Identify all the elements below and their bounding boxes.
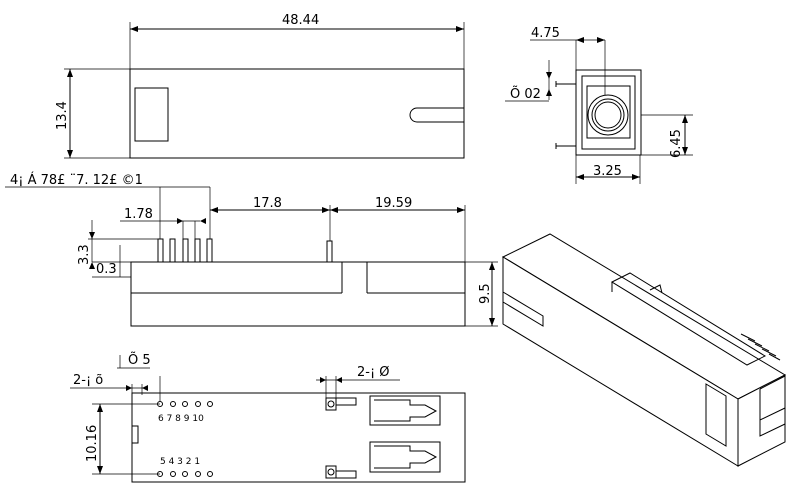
side-view: 4¡ Á 78£ ¨7. 12£ ©1 1.78 17.8 19.59 3.3 … [5,172,498,327]
iso-window [705,383,727,447]
dim-left-holes: 2-¡ õ [73,373,103,388]
pin-labels-top: 6 7 8 9 10 [158,414,204,424]
iso-pin [740,333,756,342]
side-view-pin-4 [194,238,201,263]
dim-post-to-end: 19.59 [375,196,412,211]
pin-note: 4¡ Á 78£ ¨7. 12£ ©1 [10,172,143,188]
side-view-pin-5 [206,238,213,263]
dim-end-width: 4.75 [531,26,560,41]
top-view-window [134,87,169,142]
port-outline-top [369,395,441,426]
pin-hole [207,401,213,407]
dim-hole-dia: Õ 5 [128,352,151,368]
end-view-port [587,94,629,136]
top-view-body [129,68,465,159]
dim-pin-height: 3.3 [77,244,92,265]
iso-end-face [737,374,786,467]
dim-right-holes: 2-¡ Ø [357,365,390,380]
dim-pin-to-post: 17.8 [253,196,282,211]
bottom-view-body [131,392,466,483]
side-view-post [326,240,333,263]
pin-hole [195,471,201,477]
dim-pin-pitch: 1.78 [124,207,153,222]
end-view: 4.75 Õ 02 6.45 3.25 [505,26,693,184]
iso-pin [754,343,770,352]
iso-slot [502,291,544,327]
pin-labels-bottom: 5 4 3 2 1 [160,457,200,467]
pin-hole [170,401,176,407]
pin-hole [170,471,176,477]
bottom-view: 6 7 8 9 10 5 4 3 2 1 Õ 5 2-¡ õ 2-¡ [70,352,466,483]
pin-hole [207,471,213,477]
side-view-pin-1 [157,238,164,263]
pin-hole [182,471,188,477]
iso-pin [761,348,777,357]
dim-end-pin-dia: Õ 02 [510,86,541,102]
top-view-slot [409,107,464,123]
top-view: 48.44 13.4 [55,13,465,159]
dim-body-height: 9.5 [478,283,493,304]
dim-height: 13.4 [55,101,70,130]
dim-end-height: 6.45 [669,129,684,158]
bottom-view-key [131,425,139,444]
iso-pin [747,338,763,347]
iso-pin [768,353,781,361]
side-view-pin-2 [169,238,176,263]
dim-row-spacing: 10.16 [85,425,100,462]
dim-length: 48.44 [282,13,319,28]
dim-standoff: 0.3 [96,262,117,277]
pin-hole [195,401,201,407]
dim-end-pitch: 3.25 [593,164,622,179]
isometric-view [501,233,787,467]
side-view-body [130,261,466,327]
pin-hole [182,401,188,407]
port-outline-bottom [369,441,441,473]
side-view-pin-3 [182,238,189,263]
